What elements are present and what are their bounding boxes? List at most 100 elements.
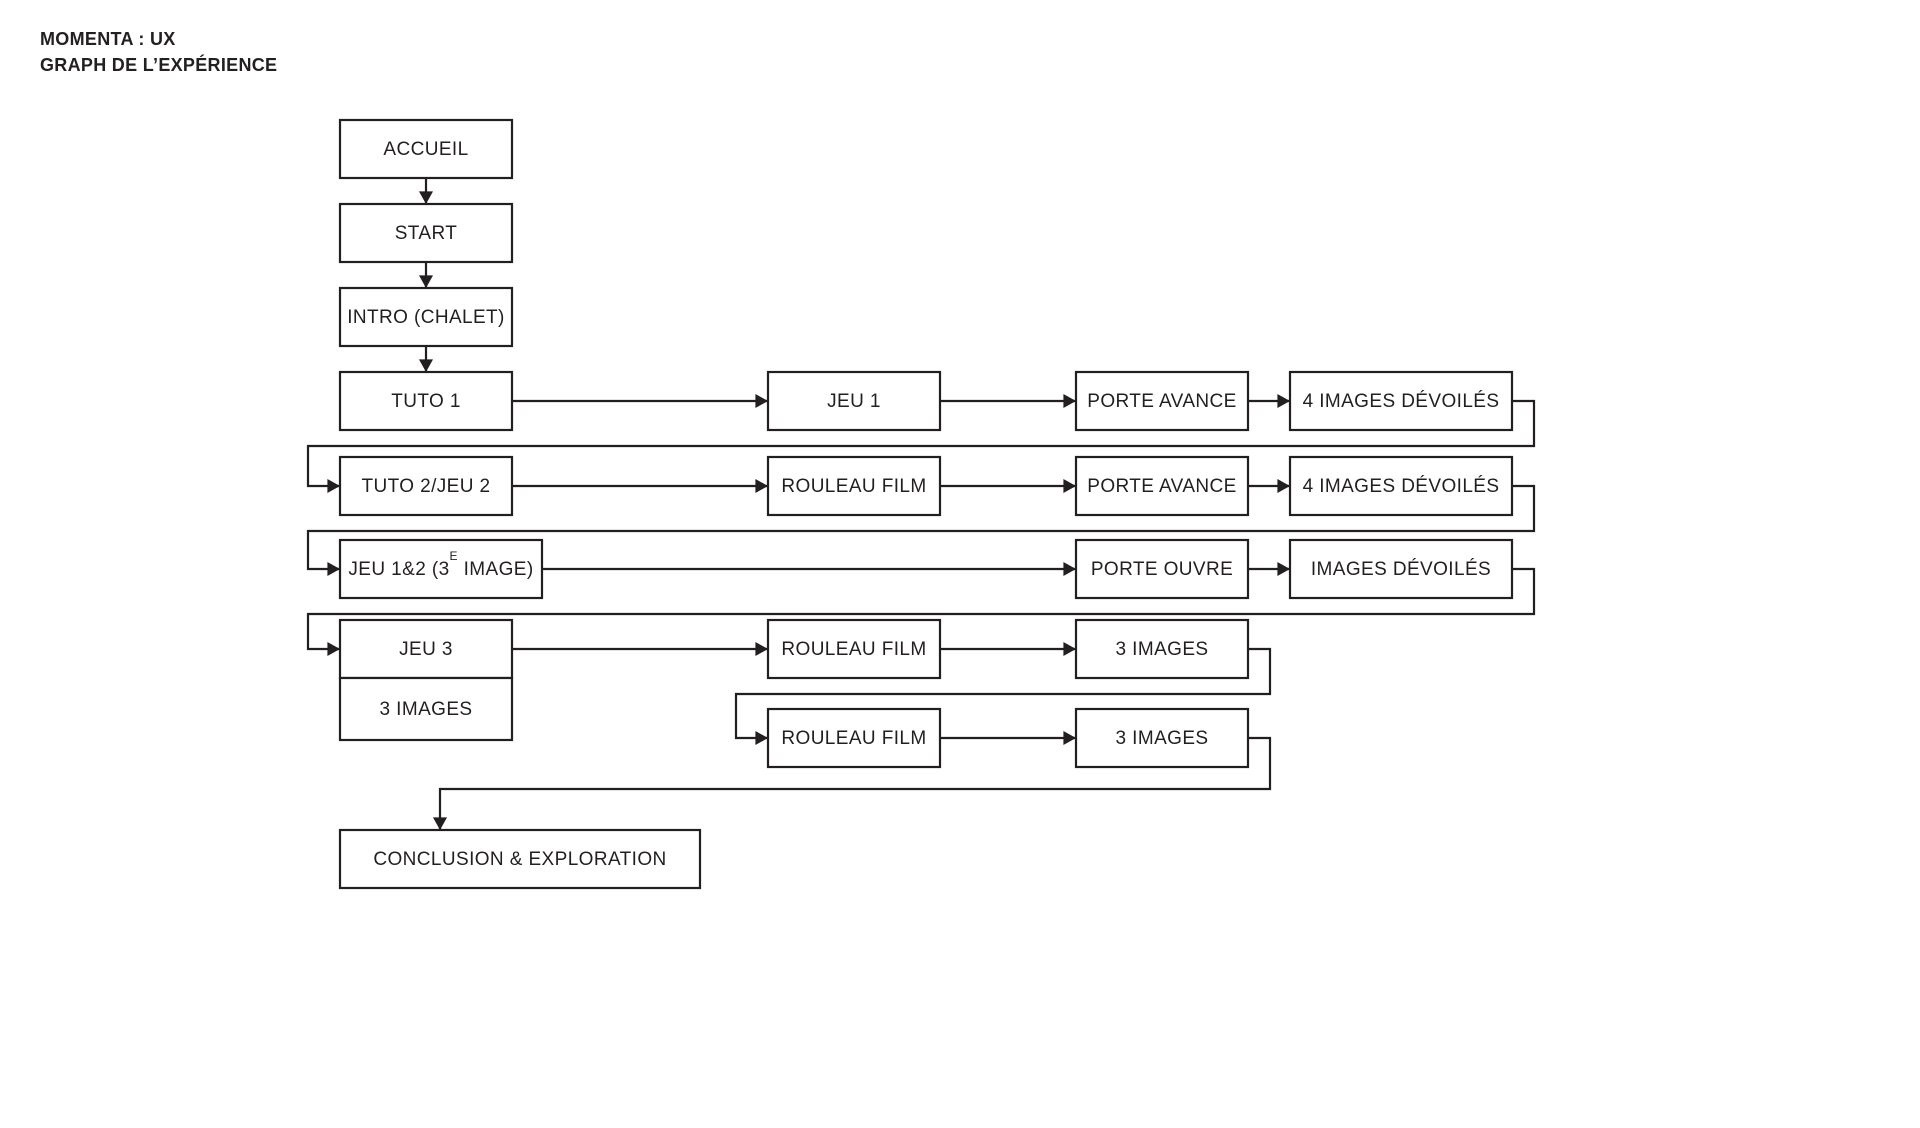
node-conclusion[interactable]: CONCLUSION & EXPLORATION bbox=[338, 828, 702, 890]
edge-jeu3-to-rouleau-2 bbox=[512, 641, 768, 657]
edge-rouleau-2-to-images-4 bbox=[940, 641, 1076, 657]
title-line-2: GRAPH DE L’EXPÉRIENCE bbox=[40, 55, 278, 76]
node-tuto1[interactable]: TUTO 1 bbox=[338, 370, 514, 432]
node-label: ACCUEIL bbox=[383, 139, 468, 160]
arrow-head bbox=[1277, 478, 1290, 494]
arrow-head bbox=[1063, 730, 1076, 746]
node-box bbox=[1074, 618, 1250, 680]
edge-images-5-to-conclusion bbox=[432, 736, 1272, 830]
arrow-head bbox=[1063, 478, 1076, 494]
node-label: PORTE OUVRE bbox=[1091, 559, 1233, 580]
node-rouleau-3[interactable]: ROULEAU FILM bbox=[766, 707, 942, 769]
node-intro[interactable]: INTRO (CHALET) bbox=[338, 286, 514, 348]
node-jeu3-3images[interactable]: 3 IMAGES bbox=[338, 676, 514, 742]
node-box bbox=[1288, 370, 1514, 432]
node-box bbox=[338, 828, 702, 890]
node-box bbox=[766, 370, 942, 432]
node-label: 3 IMAGES bbox=[1116, 639, 1209, 660]
node-box bbox=[1288, 455, 1514, 517]
node-box bbox=[1074, 538, 1250, 600]
node-jeu3[interactable]: JEU 3 bbox=[338, 618, 514, 680]
arrow-head bbox=[418, 191, 434, 204]
arrow-head bbox=[327, 561, 340, 577]
edge-path bbox=[438, 736, 1272, 829]
node-box bbox=[338, 538, 544, 600]
node-porte-ouvre[interactable]: PORTE OUVRE bbox=[1074, 538, 1250, 600]
arrow-head bbox=[1063, 641, 1076, 657]
node-label: ROULEAU FILM bbox=[781, 639, 926, 660]
node-box bbox=[766, 455, 942, 517]
edge-porte-avance-2-to-images-2 bbox=[1248, 478, 1290, 494]
node-label: CONCLUSION & EXPLORATION bbox=[373, 849, 666, 870]
node-label: JEU 1 bbox=[827, 391, 881, 412]
node-images-5[interactable]: 3 IMAGES bbox=[1074, 707, 1250, 769]
arrow-head bbox=[755, 478, 768, 494]
edge-intro-to-tuto1 bbox=[418, 346, 434, 372]
page-title: MOMENTA : UX GRAPH DE L’EXPÉRIENCE bbox=[40, 26, 277, 78]
edge-rouleau-1-to-porte-avance-2 bbox=[940, 478, 1076, 494]
arrow-head bbox=[1277, 393, 1290, 409]
node-accueil[interactable]: ACCUEIL bbox=[338, 118, 514, 180]
node-label: JEU 1&2 (3E IMAGE) bbox=[348, 549, 533, 580]
edge-path bbox=[306, 399, 1536, 488]
arrow-head bbox=[755, 641, 768, 657]
arrow-head bbox=[755, 393, 768, 409]
node-label: 3 IMAGES bbox=[380, 699, 473, 720]
node-start[interactable]: START bbox=[338, 202, 514, 264]
node-label: IMAGES DÉVOILÉS bbox=[1311, 559, 1491, 580]
edge-jeu12-to-porte-ouvre bbox=[542, 561, 1076, 577]
arrow-head bbox=[432, 817, 448, 830]
node-jeu12[interactable]: JEU 1&2 (3E IMAGE) bbox=[338, 538, 544, 600]
edge-images-2-to-jeu12 bbox=[306, 484, 1536, 577]
node-tuto2jeu2[interactable]: TUTO 2/JEU 2 bbox=[338, 455, 514, 517]
edge-images-3-to-jeu3 bbox=[306, 567, 1536, 657]
edge-jeu1-to-porte-avance-1 bbox=[940, 393, 1076, 409]
arrow-head bbox=[1277, 561, 1290, 577]
edge-accueil-to-start bbox=[418, 178, 434, 204]
node-label: JEU 3 bbox=[399, 639, 453, 660]
node-porte-avance-2[interactable]: PORTE AVANCE bbox=[1074, 455, 1250, 517]
node-box bbox=[1074, 455, 1250, 517]
node-rouleau-1[interactable]: ROULEAU FILM bbox=[766, 455, 942, 517]
node-label: START bbox=[395, 223, 458, 244]
node-box bbox=[1288, 538, 1514, 600]
node-box bbox=[1074, 370, 1250, 432]
arrow-head bbox=[327, 478, 340, 494]
arrow-head bbox=[418, 275, 434, 288]
node-box bbox=[338, 118, 514, 180]
node-images-4[interactable]: 3 IMAGES bbox=[1074, 618, 1250, 680]
edge-path bbox=[734, 647, 1272, 740]
edge-images-1-to-tuto2jeu2 bbox=[306, 399, 1536, 494]
title-line-1: MOMENTA : UX bbox=[40, 29, 176, 49]
edge-tuto2jeu2-to-rouleau-1 bbox=[512, 478, 768, 494]
node-box bbox=[338, 286, 514, 348]
edge-porte-avance-1-to-images-1 bbox=[1248, 393, 1290, 409]
node-porte-avance-1[interactable]: PORTE AVANCE bbox=[1074, 370, 1250, 432]
nodes-layer: ACCUEIL START INTRO (CHALET) TUTO 1 JEU 1 POR… bbox=[338, 118, 1514, 890]
node-label: PORTE AVANCE bbox=[1087, 391, 1236, 412]
node-jeu1[interactable]: JEU 1 bbox=[766, 370, 942, 432]
node-images-3[interactable]: IMAGES DÉVOILÉS bbox=[1288, 538, 1514, 600]
node-label: INTRO (CHALET) bbox=[347, 307, 505, 328]
node-label: 3 IMAGES bbox=[1116, 728, 1209, 749]
node-box bbox=[338, 202, 514, 264]
edges-layer bbox=[306, 178, 1536, 830]
arrow-head bbox=[327, 641, 340, 657]
node-box bbox=[338, 676, 514, 742]
edge-start-to-intro bbox=[418, 262, 434, 288]
node-rouleau-2[interactable]: ROULEAU FILM bbox=[766, 618, 942, 680]
node-box bbox=[1074, 707, 1250, 769]
edge-path bbox=[306, 484, 1536, 571]
node-label: ROULEAU FILM bbox=[781, 476, 926, 497]
edge-porte-ouvre-to-images-3 bbox=[1248, 561, 1290, 577]
node-label: 4 IMAGES DÉVOILÉS bbox=[1303, 391, 1500, 412]
node-images-2[interactable]: 4 IMAGES DÉVOILÉS bbox=[1288, 455, 1514, 517]
edge-rouleau-3-to-images-5 bbox=[940, 730, 1076, 746]
node-images-1[interactable]: 4 IMAGES DÉVOILÉS bbox=[1288, 370, 1514, 432]
edge-tuto1-to-jeu1 bbox=[512, 393, 768, 409]
node-box bbox=[766, 618, 942, 680]
node-box bbox=[338, 370, 514, 432]
node-box bbox=[338, 455, 514, 517]
arrow-head bbox=[1063, 561, 1076, 577]
